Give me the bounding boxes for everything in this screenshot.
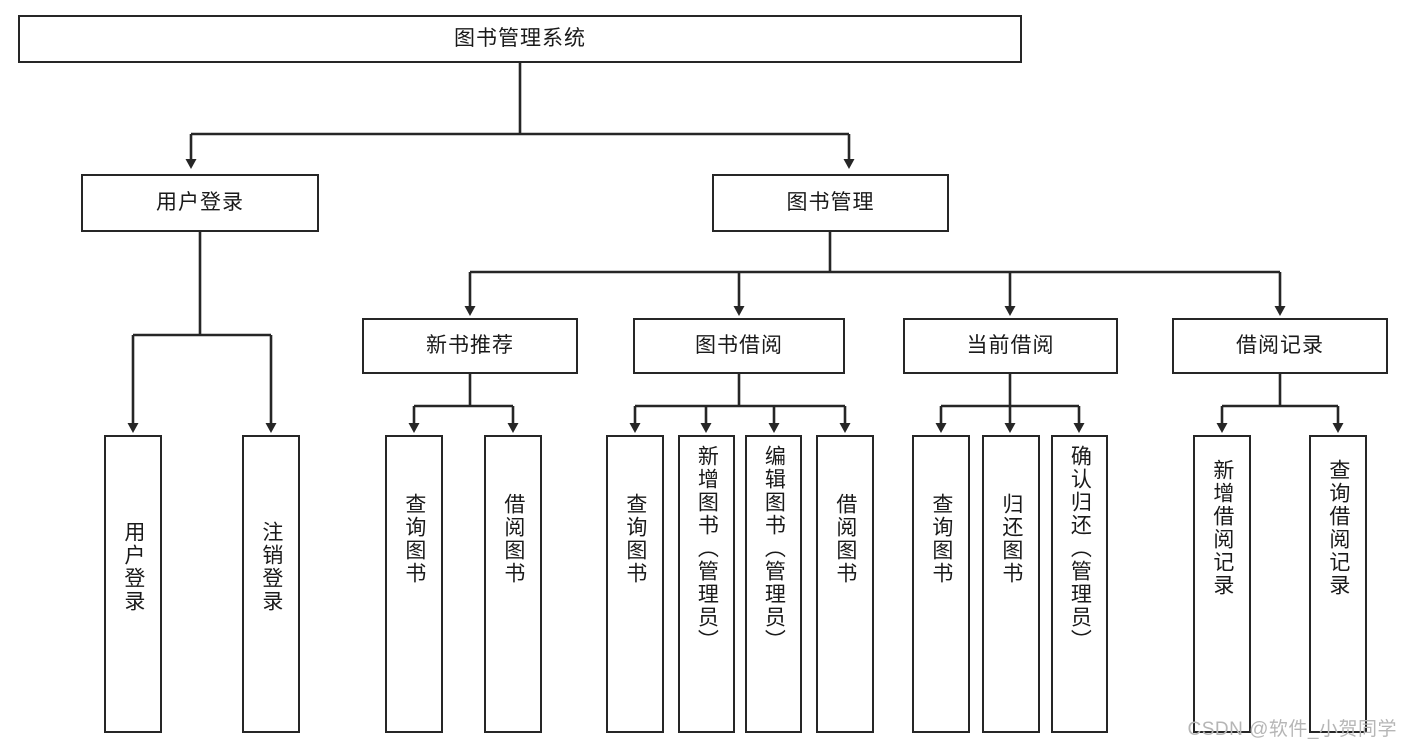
leaf-new-book-query-book[interactable]: 查询图书 — [385, 435, 443, 733]
node-label: 新增借阅记录 — [1210, 459, 1234, 597]
leaf-user-login-login[interactable]: 用户登录 — [104, 435, 162, 733]
watermark-text: CSDN @软件_小贺同学 — [1187, 719, 1397, 740]
node-label: 查询图书 — [402, 493, 426, 585]
leaf-borrow-record-add-record[interactable]: 新增借阅记录 — [1193, 435, 1251, 733]
leaf-current-borrow-query-book[interactable]: 查询图书 — [912, 435, 970, 733]
node-label: 查询图书 — [929, 493, 953, 585]
node-book-management[interactable]: 图书管理 — [712, 174, 949, 232]
node-label: 查询图书 — [623, 493, 647, 585]
node-label: 借阅图书 — [833, 493, 857, 585]
node-label: 图书借阅 — [695, 334, 783, 358]
node-label: 借阅记录 — [1236, 334, 1324, 358]
node-label: 新书推荐 — [426, 334, 514, 358]
node-new-book-recommend[interactable]: 新书推荐 — [362, 318, 578, 374]
leaf-borrow-record-query-record[interactable]: 查询借阅记录 — [1309, 435, 1367, 733]
leaf-user-login-logout[interactable]: 注销登录 — [242, 435, 300, 733]
leaf-current-borrow-confirm-return-admin[interactable]: 确认归还（管理员） — [1051, 435, 1108, 733]
node-label: 确认归还（管理员） — [1068, 445, 1092, 652]
leaf-new-book-borrow-book[interactable]: 借阅图书 — [484, 435, 542, 733]
node-label: 图书管理系统 — [454, 27, 586, 51]
node-label: 归还图书 — [999, 493, 1023, 585]
leaf-book-borrow-add-book-admin[interactable]: 新增图书（管理员） — [678, 435, 735, 733]
node-label: 图书管理 — [786, 191, 875, 215]
node-current-borrow[interactable]: 当前借阅 — [903, 318, 1118, 374]
node-root-book-management-system[interactable]: 图书管理系统 — [18, 15, 1022, 63]
node-label: 借阅图书 — [501, 493, 525, 585]
node-label: 注销登录 — [259, 521, 283, 613]
node-user-login[interactable]: 用户登录 — [81, 174, 319, 232]
node-label: 当前借阅 — [966, 334, 1055, 358]
node-label: 查询借阅记录 — [1326, 459, 1350, 597]
node-label: 用户登录 — [156, 191, 244, 215]
leaf-current-borrow-return-book[interactable]: 归还图书 — [982, 435, 1040, 733]
node-label: 用户登录 — [121, 521, 145, 613]
node-label: 新增图书（管理员） — [695, 445, 719, 652]
node-book-borrow[interactable]: 图书借阅 — [633, 318, 845, 374]
node-label: 编辑图书（管理员） — [762, 445, 786, 652]
node-borrow-record[interactable]: 借阅记录 — [1172, 318, 1388, 374]
leaf-book-borrow-borrow-book[interactable]: 借阅图书 — [816, 435, 874, 733]
leaf-book-borrow-edit-book-admin[interactable]: 编辑图书（管理员） — [745, 435, 802, 733]
leaf-book-borrow-query-book[interactable]: 查询图书 — [606, 435, 664, 733]
